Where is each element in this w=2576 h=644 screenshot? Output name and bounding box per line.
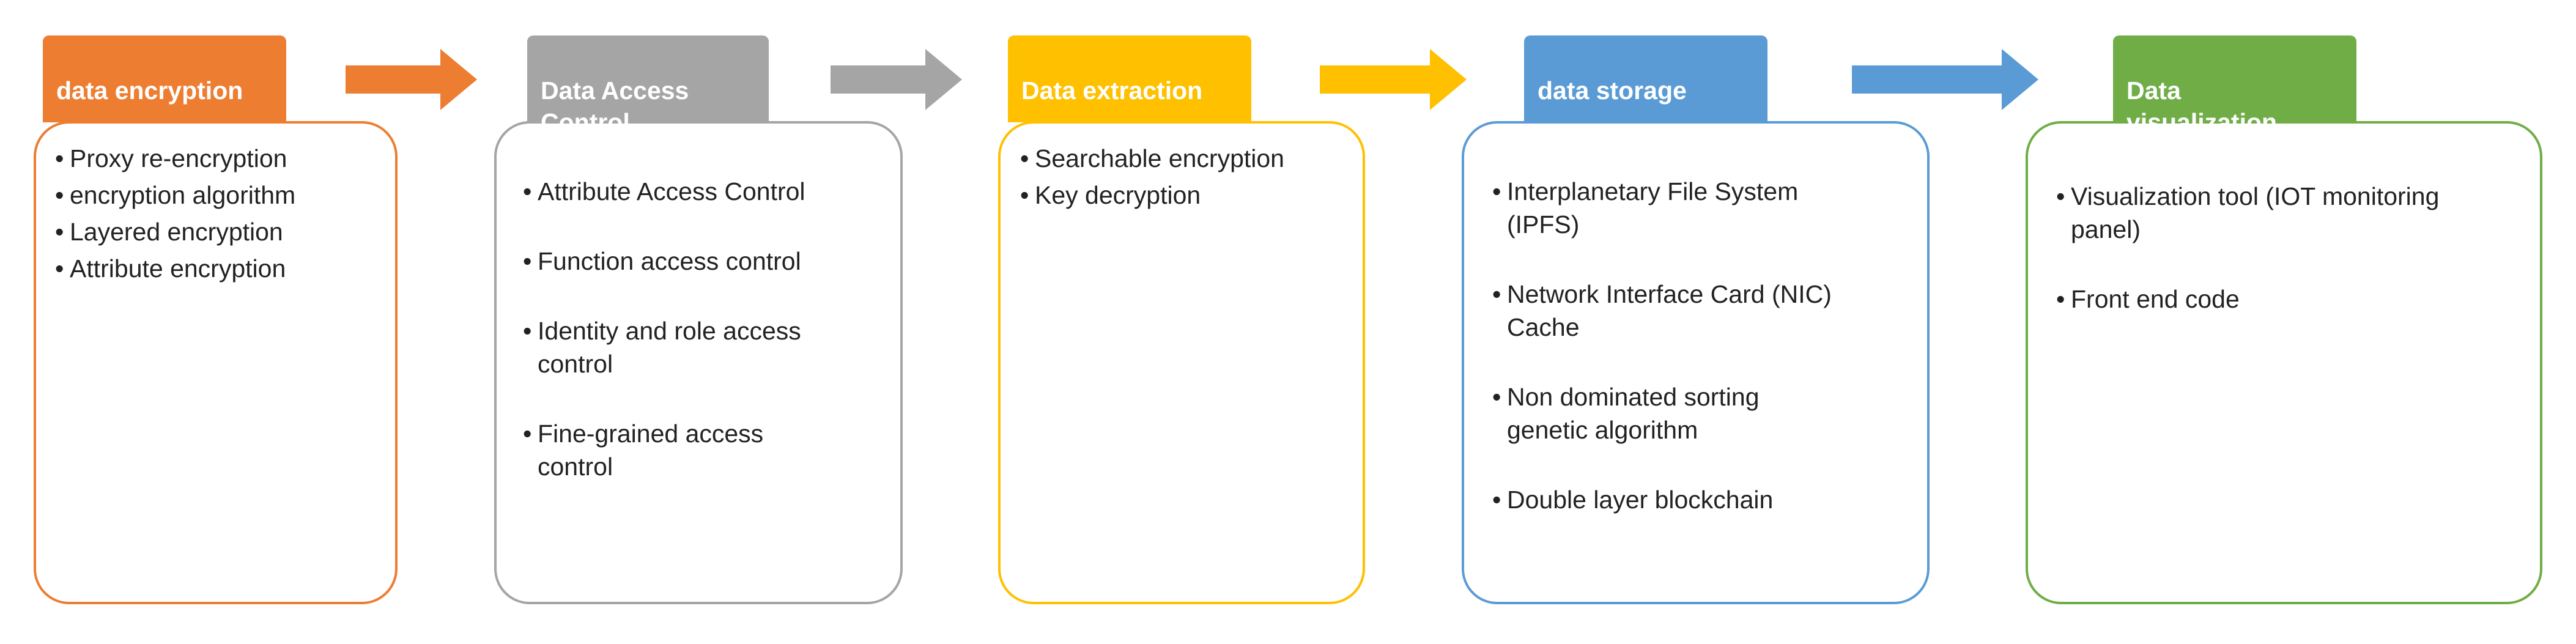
list-item: •encryption algorithm [55,181,296,209]
list-item: •Searchable encryption [1020,144,1284,172]
list-item: •Attribute encryption [55,254,286,283]
list-item: •Non dominated sorting genetic algorithm [1492,383,1760,444]
stage-items-data-storage: •Interplanetary File System (IPFS) •Netw… [1492,142,1920,553]
list-item: •Identity and role access control [523,317,801,378]
flow-arrow-4 [1852,49,2038,110]
list-item: •Visualization tool (IOT monitoring pane… [2056,182,2440,243]
stage-title: data encryption [56,76,243,105]
stage-box-data-access-control [494,121,903,604]
stage-tab-data-extraction: Data extraction [1008,35,1251,122]
stage-box-data-encryption [34,121,398,604]
stage-items-data-encryption: •Proxy re-encryption •encryption algorit… [55,142,385,289]
list-item: •Layered encryption [55,218,283,246]
list-item: •Fine-grained access control [523,420,764,481]
flow-arrow-1 [346,49,477,110]
stage-title: Data extraction [1021,76,1203,105]
stage-items-data-extraction: •Searchable encryption •Key decryption [1020,142,1356,215]
stage-box-data-extraction [998,121,1365,604]
list-item: •Double layer blockchain [1492,486,1774,514]
stage-tab-data-access-control: Data Access Control [527,35,769,136]
list-item: •Network Interface Card (NIC) Cache [1492,280,1832,341]
stage-title: Data visualization [2126,76,2278,136]
stage-items-data-visualization: •Visualization tool (IOT monitoring pane… [2056,147,2533,352]
stage-items-data-access-control: •Attribute Access Control •Function acce… [523,142,890,520]
flow-arrow-2 [831,49,962,110]
list-item: •Function access control [523,247,801,275]
stage-tab-data-visualization: Data visualization [2113,35,2356,136]
list-item: •Key decryption [1020,181,1201,209]
stage-box-data-storage [1462,121,1930,604]
list-item: •Front end code [2056,285,2240,313]
stage-box-data-visualization [2026,121,2542,604]
flow-arrow-3 [1320,49,1467,110]
stage-tab-data-encryption: data encryption [43,35,286,122]
stage-title: Data Access Control [541,76,689,136]
list-item: •Interplanetary File System (IPFS) [1492,177,1799,239]
list-item: •Proxy re-encryption [55,144,287,172]
list-item: •Attribute Access Control [523,177,805,205]
stage-tab-data-storage: data storage [1524,35,1767,122]
stage-title: data storage [1538,76,1687,105]
